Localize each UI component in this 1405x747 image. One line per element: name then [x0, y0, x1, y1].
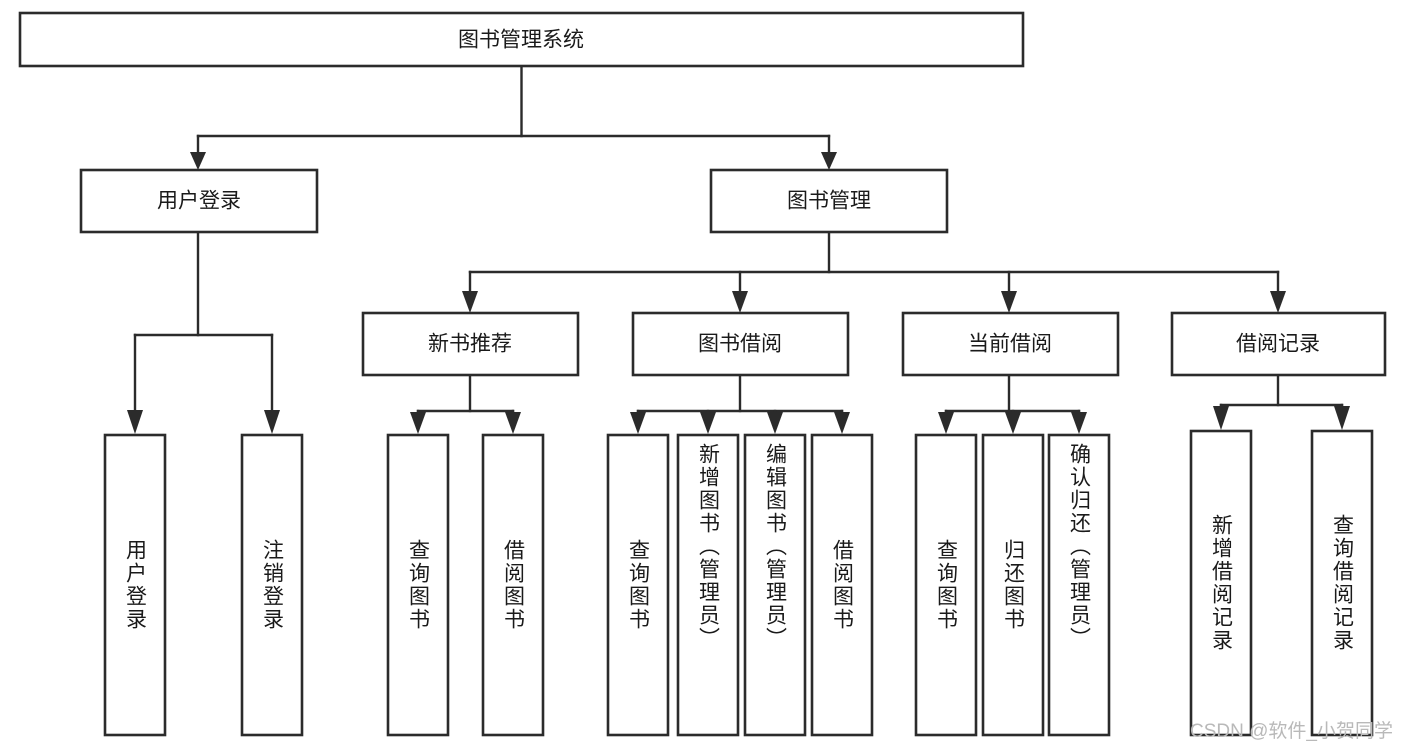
node-leaf-return-book[interactable]: [981, 433, 1045, 737]
label-book-borrow: 图书借阅: [698, 333, 782, 356]
arrow-head-user-login: [190, 152, 206, 170]
arrow-head-book-manage: [821, 152, 837, 170]
arrow-head-leaf-add-record: [1213, 406, 1229, 430]
leaf-label-wrap-borrow-book-1: 借阅图书: [483, 435, 543, 735]
connector-group-root: [190, 64, 837, 170]
node-leaf-logout-login[interactable]: [240, 433, 304, 737]
node-leaf-borrow-book-1[interactable]: [481, 433, 545, 737]
arrow-head-leaf-query-record: [1334, 406, 1350, 430]
leaf-label-wrap-edit-book: 编辑图书（管理员）: [745, 435, 805, 735]
arrow-head-leaf-add-book: [700, 412, 716, 434]
node-current-borrow[interactable]: [901, 311, 1120, 377]
label-leaf-query-book-3: 查询图书: [934, 539, 958, 631]
arrow-head-leaf-logout-login: [264, 410, 280, 434]
arrow-head-book-borrow: [732, 291, 748, 313]
label-new-book-recommend: 新书推荐: [428, 333, 512, 356]
node-user-login[interactable]: [79, 168, 319, 234]
leaf-label-wrap-add-book: 新增图书（管理员）: [678, 435, 738, 735]
connector-group-book-borrow: [630, 373, 850, 434]
node-leaf-query-book-1[interactable]: [386, 433, 450, 737]
label-leaf-return-book: 归还图书: [1001, 539, 1025, 631]
leaf-label-wrap-return-book: 归还图书: [983, 435, 1043, 735]
node-book-manage[interactable]: [709, 168, 949, 234]
leaf-label-wrap-query-book-1: 查询图书: [388, 435, 448, 735]
arrow-head-new-book-recommend: [462, 291, 478, 313]
node-leaf-user-login[interactable]: [103, 433, 167, 737]
label-leaf-logout-login: 注销登录: [260, 539, 284, 631]
label-book-manage: 图书管理: [787, 190, 871, 213]
connector-group-book-manage: [462, 230, 1286, 313]
arrow-head-leaf-user-login: [127, 410, 143, 434]
leaf-label-wrap-query-book-2: 查询图书: [608, 435, 668, 735]
node-leaf-add-record[interactable]: [1189, 429, 1253, 737]
node-leaf-query-record[interactable]: [1310, 429, 1374, 737]
node-new-book-recommend[interactable]: [361, 311, 580, 377]
connector-group-current-borrow: [938, 373, 1087, 434]
leaf-label-wrap-user-login: 用户登录: [105, 435, 165, 735]
leaf-label-wrap-add-record: 新增借阅记录: [1191, 431, 1251, 735]
arrow-head-leaf-confirm-return: [1071, 412, 1087, 434]
label-leaf-query-record: 查询借阅记录: [1330, 514, 1354, 652]
connector-group-user-login: [127, 230, 280, 434]
arrow-head-leaf-borrow-book-2: [834, 412, 850, 434]
leaf-label-wrap-borrow-book-2: 借阅图书: [812, 435, 872, 735]
node-leaf-query-book-2[interactable]: [606, 433, 670, 737]
node-borrow-record[interactable]: [1170, 311, 1387, 377]
arrow-head-leaf-query-book-2: [630, 412, 646, 434]
node-leaf-edit-book[interactable]: [743, 433, 807, 737]
arrow-head-leaf-query-book-1: [410, 412, 426, 434]
node-leaf-confirm-return[interactable]: [1047, 433, 1111, 737]
label-leaf-query-book-1: 查询图书: [406, 539, 430, 631]
node-book-borrow[interactable]: [631, 311, 850, 377]
label-current-borrow: 当前借阅: [968, 333, 1052, 356]
label-root: 图书管理系统: [458, 29, 584, 52]
arrow-head-leaf-return-book: [1005, 412, 1021, 434]
node-leaf-add-book[interactable]: [676, 433, 740, 737]
leaf-label-wrap-query-record: 查询借阅记录: [1312, 431, 1372, 735]
label-user-login: 用户登录: [157, 190, 241, 213]
label-leaf-add-book: 新增图书（管理员）: [696, 443, 720, 650]
label-leaf-borrow-book-2: 借阅图书: [830, 539, 854, 631]
arrow-head-leaf-query-book-3: [938, 412, 954, 434]
leaf-label-wrap-query-book-3: 查询图书: [916, 435, 976, 735]
label-leaf-confirm-return: 确认归还（管理员）: [1067, 443, 1091, 650]
connector-group-new-book-recommend: [410, 373, 521, 434]
arrow-head-leaf-edit-book: [767, 412, 783, 434]
connector-group-borrow-record: [1213, 373, 1350, 430]
label-leaf-query-book-2: 查询图书: [626, 539, 650, 631]
arrow-head-leaf-borrow-book-1: [505, 412, 521, 434]
watermark-text: CSDN @软件_小贺同学: [1190, 721, 1393, 742]
label-leaf-borrow-book-1: 借阅图书: [501, 539, 525, 631]
label-borrow-record: 借阅记录: [1236, 333, 1320, 356]
node-leaf-borrow-book-2[interactable]: [810, 433, 874, 737]
label-leaf-edit-book: 编辑图书（管理员）: [763, 443, 787, 650]
node-leaf-query-book-3[interactable]: [914, 433, 978, 737]
label-leaf-user-login: 用户登录: [123, 539, 147, 631]
leaf-label-wrap-confirm-return: 确认归还（管理员）: [1049, 435, 1109, 735]
label-leaf-add-record: 新增借阅记录: [1209, 514, 1233, 652]
arrow-head-borrow-record: [1270, 291, 1286, 313]
leaf-label-wrap-logout-login: 注销登录: [242, 435, 302, 735]
node-root[interactable]: [18, 11, 1025, 68]
arrow-head-current-borrow: [1001, 291, 1017, 313]
